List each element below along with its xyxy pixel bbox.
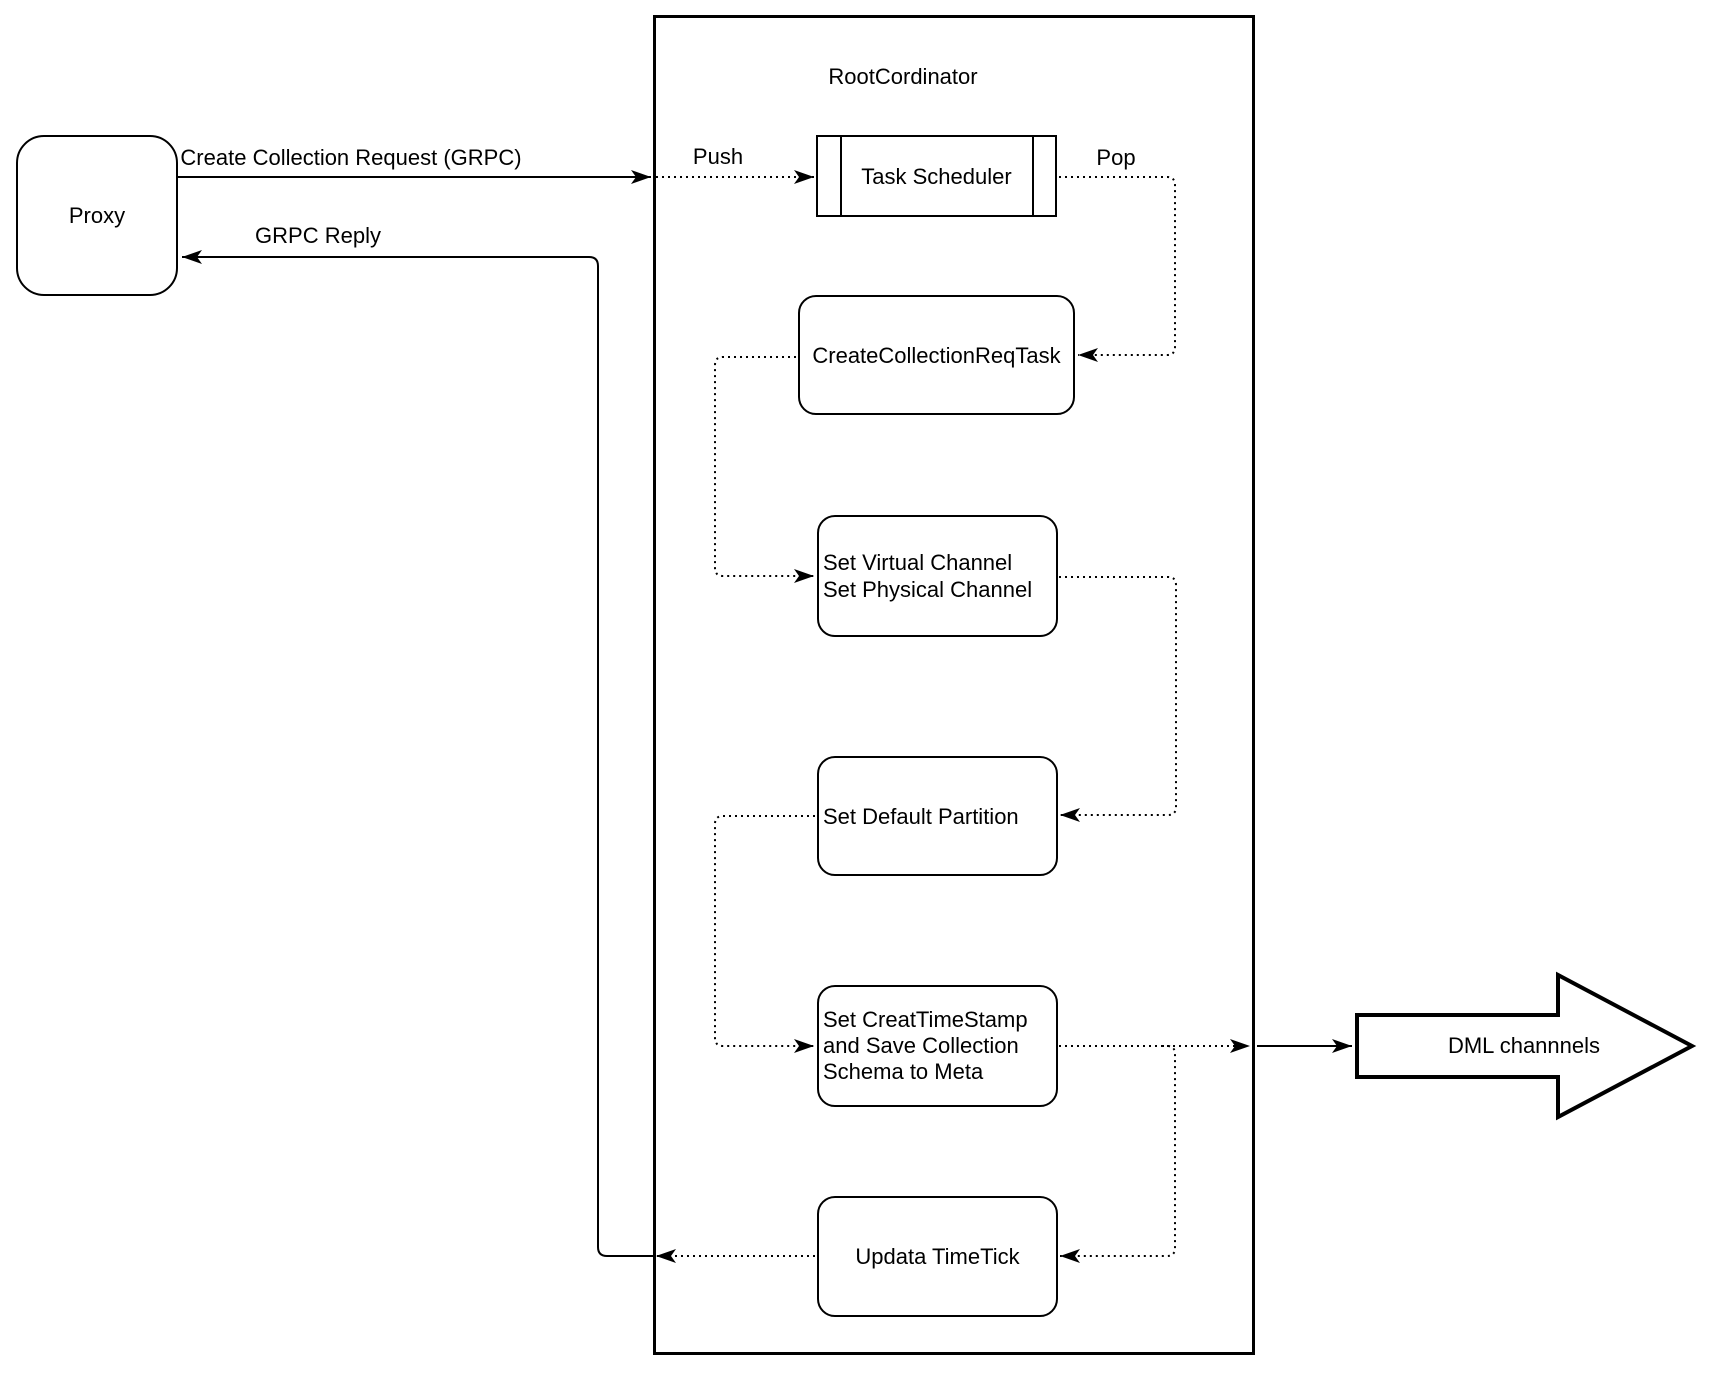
node-set-default-partition: Set Default Partition	[817, 756, 1058, 876]
edge-grpc-reply	[182, 250, 653, 1257]
node-root-coordinator	[653, 15, 1255, 1355]
node-task-scheduler: Task Scheduler	[816, 135, 1057, 217]
edge-timestamp-to-timetick	[1060, 1045, 1176, 1263]
set-create-timestamp-line-3: Schema to Meta	[823, 1059, 984, 1084]
set-create-timestamp-line-2: and Save Collection	[823, 1033, 1019, 1058]
update-timetick-label: Updata TimeTick	[855, 1244, 1020, 1269]
label-push: Push	[692, 144, 744, 169]
create-collection-req-task-label: CreateCollectionReqTask	[812, 342, 1061, 368]
root-coordinator-title: RootCordinator	[828, 64, 978, 89]
node-set-channels: Set Virtual Channel Set Physical Channel	[817, 515, 1058, 637]
proxy-label: Proxy	[68, 203, 126, 228]
dml-channels-label: DML channnels	[1447, 1033, 1601, 1058]
node-set-create-timestamp: Set CreatTimeStamp and Save Collection S…	[817, 985, 1058, 1107]
dml-channels-arrow-shape	[1355, 971, 1697, 1121]
edge-reqtask-to-set-channels	[714, 356, 814, 583]
set-channels-line-1: Set Virtual Channel	[823, 550, 1013, 575]
node-proxy: Proxy	[16, 135, 178, 296]
label-create-collection-request: Create Collection Request (GRPC)	[180, 145, 522, 170]
set-create-timestamp-line-1: Set CreatTimeStamp	[823, 1007, 1028, 1032]
task-scheduler-label: Task Scheduler	[861, 163, 1012, 189]
label-pop: Pop	[1096, 145, 1136, 170]
label-grpc-reply: GRPC Reply	[255, 223, 381, 248]
set-default-partition-label: Set Default Partition	[823, 803, 1019, 829]
task-scheduler-left-bar	[840, 137, 842, 215]
node-update-timetick: Updata TimeTick	[817, 1196, 1058, 1317]
edge-partition-to-timestamp	[714, 815, 815, 1053]
task-scheduler-right-bar	[1032, 137, 1034, 215]
set-channels-line-2: Set Physical Channel	[823, 577, 1033, 602]
node-create-collection-req-task: CreateCollectionReqTask	[798, 295, 1075, 415]
